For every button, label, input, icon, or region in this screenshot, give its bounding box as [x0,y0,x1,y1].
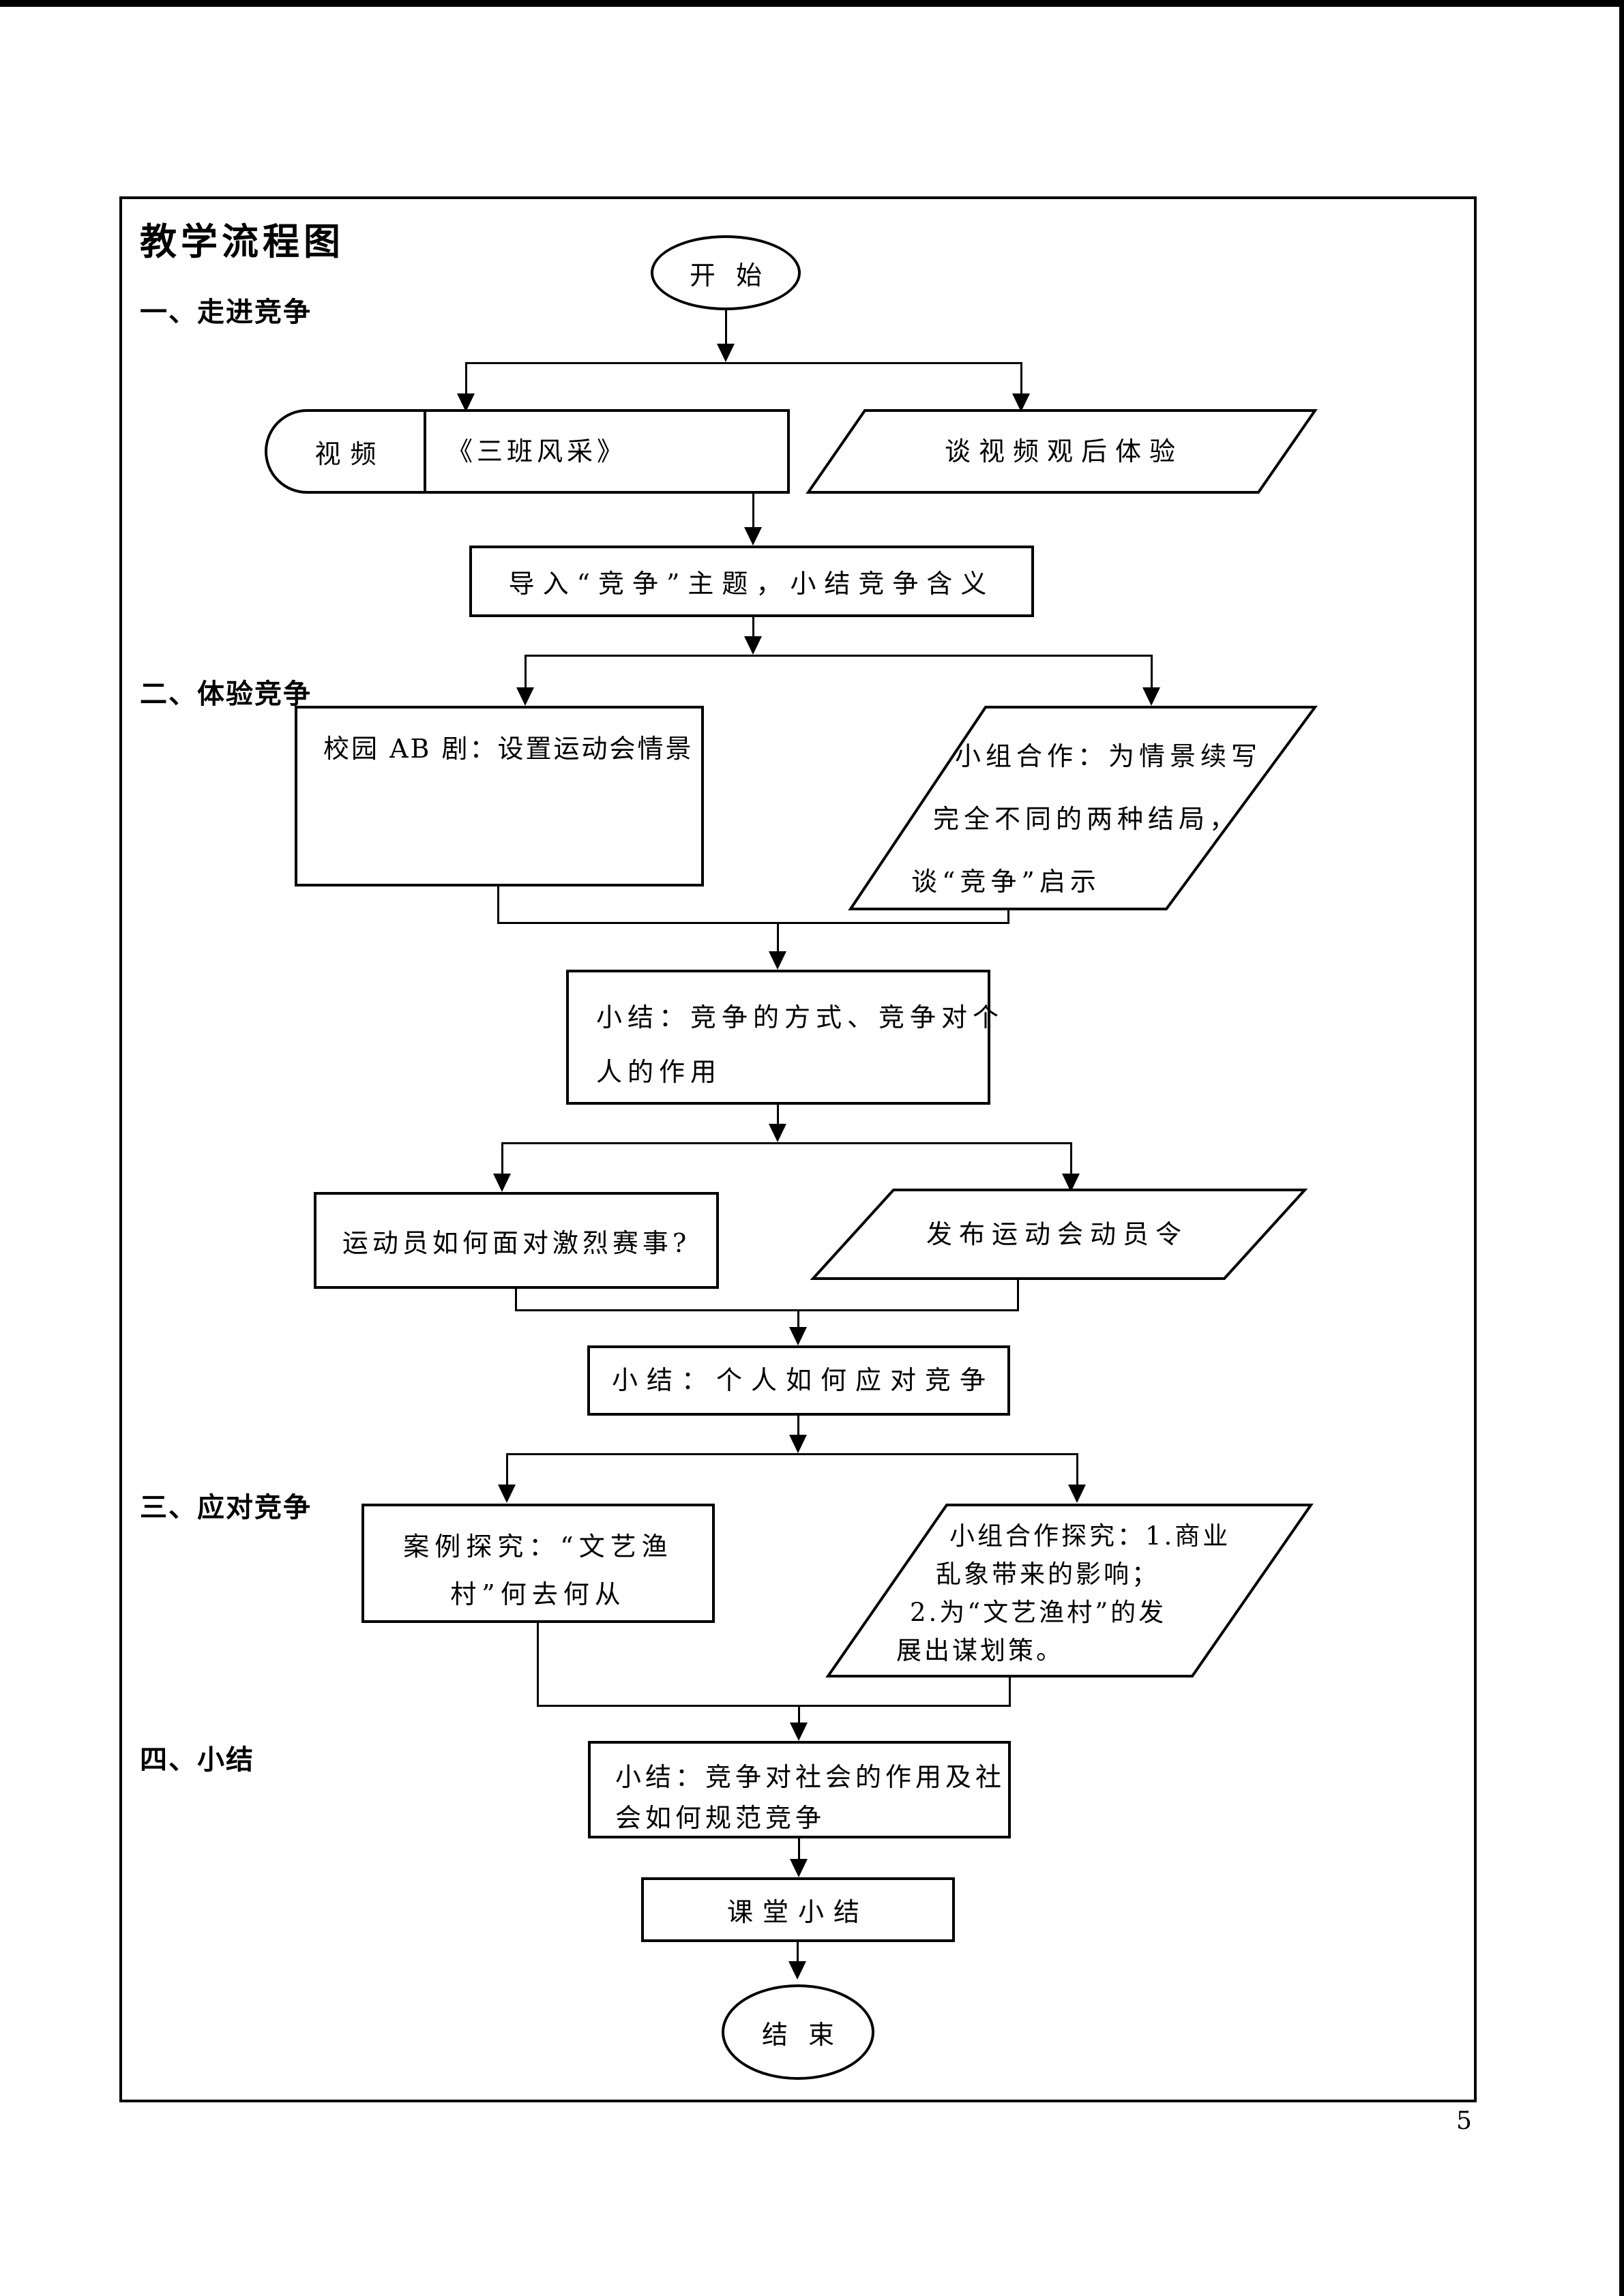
flow-group-explore-line: 乱象带来的影响； [936,1560,1160,1589]
flow-group-explore-line: 小组合作探究：1.商业 [949,1521,1231,1551]
flow-group-coop-line: 完全不同的两种结局， [933,804,1241,834]
connector [502,1142,1071,1144]
connector [537,1705,1010,1707]
connector [752,494,754,528]
connector [725,309,727,344]
connector [537,1623,539,1707]
arrowhead [516,687,534,706]
flow-video-tag-shape: 视频 [265,409,426,494]
connector [525,655,1151,657]
flow-campus-drama-node: 校园 AB 剧：设置运动会情景 [295,706,704,886]
connector [798,1838,800,1860]
connector [466,362,1021,364]
arrowhead [769,951,786,970]
flow-summary-respond-label: 小结：个人如何应对竞争 [612,1365,995,1395]
flow-summary-personal-line: 小结：竞争的方式、竞争对个 [596,1002,1005,1032]
flow-group-coop-shape [848,706,1318,910]
connector [1070,1142,1072,1175]
flow-video-title-node: 《三班风采》 [424,409,790,494]
connector [507,1453,1077,1455]
connector [1151,655,1153,689]
flow-campus-drama-label: 校园 AB 剧：设置运动会情景 [323,734,694,764]
connector [777,922,779,953]
flow-group-coop-line: 谈“竞争”启示 [911,867,1101,897]
flow-start-label: 开始 [689,260,782,290]
connector [797,1309,799,1328]
connector [515,1309,1018,1311]
flow-summary-society-line: 会如何规范竞争 [615,1803,826,1833]
flow-case-study-line: 案例探究：“文艺渔 [403,1532,673,1562]
connector [797,1942,799,1963]
page-title: 教学流程图 [140,220,344,263]
connector [798,1705,800,1724]
flow-group-explore-line: 展出谋划策。 [896,1636,1064,1665]
flow-class-summary-label: 课堂小结 [726,1897,869,1927]
connector [797,1416,799,1436]
connector [1017,1280,1019,1311]
arrowhead [744,636,762,655]
arrowhead [493,1174,511,1192]
connector [515,1289,517,1311]
page-number: 5 [1456,2107,1472,2135]
flow-group-explore-line: 2.为“文艺渔村”的发 [910,1598,1167,1627]
flow-video-tag-label: 视频 [314,438,386,469]
connector [501,1142,503,1175]
arrowhead [788,1961,806,1980]
flow-athlete-question-label: 运动员如何面对激烈赛事? [342,1227,691,1258]
scan-band-right [1619,0,1624,2296]
flow-summary-personal-node: 小结：竞争的方式、竞争对个 人的作用 [566,970,999,1105]
connector [1076,1453,1078,1486]
connector [1020,362,1022,394]
flow-summary-respond-node: 小结：个人如何应对竞争 [587,1345,1010,1416]
section-3-label: 三、应对竞争 [140,1492,312,1523]
arrowhead [744,527,762,546]
flow-video-title-label: 《三班风采》 [447,436,628,466]
arrowhead [769,1124,786,1142]
flow-intro-label: 导入“竞争”主题，小结竞争含义 [508,569,995,599]
scan-band-top [0,0,1624,7]
section-1-label: 一、走进竞争 [140,297,312,328]
arrowhead [1142,687,1160,706]
connector [525,655,527,689]
flow-athlete-question-node: 运动员如何面对激烈赛事? [314,1192,719,1289]
flow-summary-personal-line: 人的作用 [596,1057,722,1087]
flow-group-coop-line: 小组合作：为情景续写 [955,741,1263,771]
flow-case-study-line: 村”何去何从 [450,1579,626,1609]
arrowhead [790,1859,808,1877]
arrowhead [498,1485,516,1503]
arrowhead [789,1327,807,1345]
connector [777,1105,779,1125]
flow-summary-society-line: 小结：竞争对社会的作用及社 [615,1762,1006,1792]
flow-start-node: 开始 [651,235,801,310]
flow-mobilization-label: 发布运动会动员令 [926,1219,1188,1249]
flow-summary-society-node: 小结：竞争对社会的作用及社 会如何规范竞争 [588,1741,1011,1838]
arrowhead [1068,1485,1086,1503]
connector [465,362,467,394]
flow-end-label: 结束 [761,2019,855,2050]
section-4-label: 四、小结 [140,1744,254,1776]
connector [1009,1678,1011,1707]
flow-mobilization-shape [810,1189,1308,1280]
flow-talk-video-shape [806,409,1318,494]
connector [497,922,1009,924]
flow-case-study-node: 案例探究：“文艺渔 村”何去何从 [361,1504,715,1623]
section-2-label: 二、体验竞争 [140,679,312,710]
connector [1007,910,1009,924]
flow-group-explore-shape [825,1504,1314,1678]
connector [506,1453,508,1486]
flow-intro-node: 导入“竞争”主题，小结竞争含义 [469,546,1034,617]
arrowhead [717,344,735,362]
flow-talk-video-label: 谈视频观后体验 [944,436,1183,466]
arrowhead [1012,393,1030,412]
connector [752,617,754,638]
flow-class-summary-node: 课堂小结 [641,1877,955,1942]
flow-end-node: 结束 [722,1984,874,2080]
arrowhead [790,1723,808,1741]
arrowhead [457,393,475,412]
connector [497,886,499,924]
arrowhead [789,1435,807,1453]
